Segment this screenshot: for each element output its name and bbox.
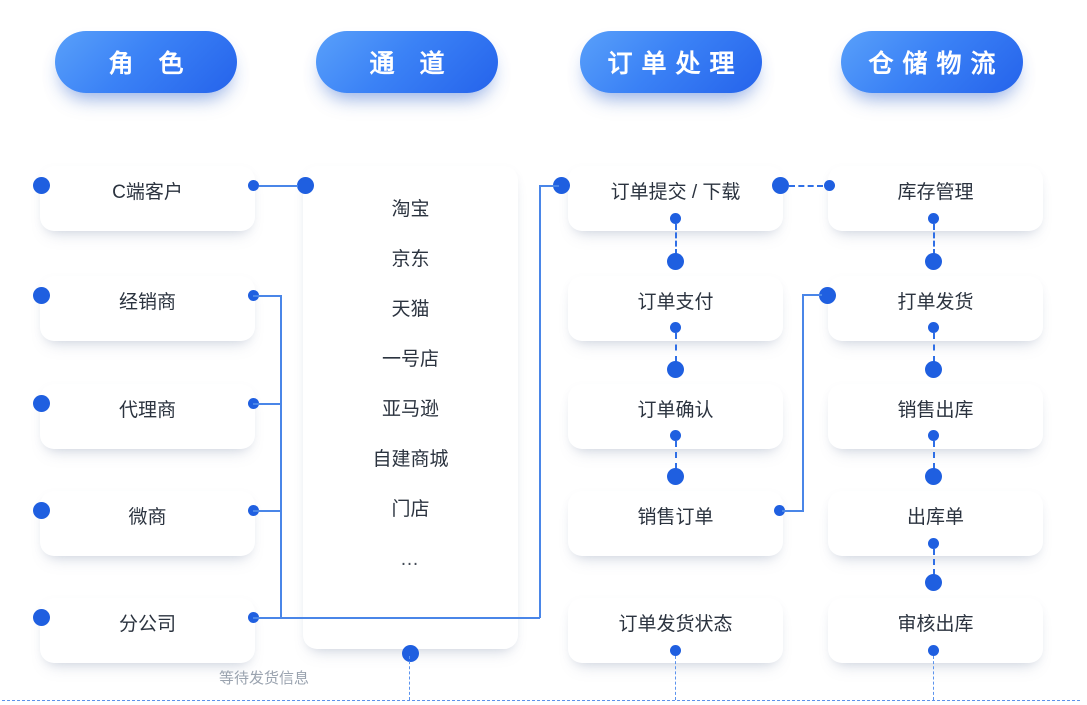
connector-role2-stub <box>253 403 281 405</box>
connector-bus-vertical-to-order <box>539 185 541 618</box>
connector-warehouse-0-1 <box>933 224 935 255</box>
card-label: 库存管理 <box>897 182 974 203</box>
connector-order0-to-warehouse0 <box>789 185 823 187</box>
card-role-0[interactable]: C端客户 <box>40 166 255 231</box>
connector-order-2-3 <box>675 441 677 469</box>
node-dot-warehouse-1-bottom <box>928 322 939 333</box>
card-label: 订单发货状态 <box>618 614 733 635</box>
connector-warehouse-4-bottom-bus <box>933 656 934 700</box>
card-label: 代理商 <box>118 400 176 421</box>
node-dot-channel-bottom <box>402 645 419 662</box>
channel-item: 淘宝 <box>391 199 430 220</box>
connector-order-4-bottom-bus <box>675 656 676 700</box>
node-dot-order-2-top <box>667 361 684 378</box>
node-dot-warehouse-4-top <box>925 574 942 591</box>
card-label: 出库单 <box>906 507 964 528</box>
node-dot-role-4-left <box>33 609 50 626</box>
node-dot-warehouse-1-left <box>819 287 836 304</box>
channel-item-list: 淘宝 京东 天猫 一号店 亚马逊 自建商城 门店 … <box>303 196 518 574</box>
connector-channel-bottom-bus <box>409 656 410 700</box>
bottom-feedback-bus <box>2 700 1080 701</box>
card-label: 订单提交 / 下载 <box>610 182 741 203</box>
card-order-3[interactable]: 销售订单 <box>568 491 783 556</box>
column-header-role[interactable]: 角 色 <box>55 31 237 93</box>
node-dot-order-0-left <box>553 177 570 194</box>
node-dot-warehouse-3-top <box>925 468 942 485</box>
channel-item: 天猫 <box>391 299 430 320</box>
node-dot-role-2-left <box>33 395 50 412</box>
node-dot-order-2-bottom <box>670 430 681 441</box>
connector-role3-stub <box>253 510 281 512</box>
connector-into-warehouse1 <box>802 294 822 296</box>
connector-order3-stub-right <box>782 510 804 512</box>
node-dot-warehouse-0-left <box>824 180 835 191</box>
card-label: 订单确认 <box>637 400 714 421</box>
connector-order3-to-warehouse1-vertical <box>802 294 804 511</box>
connector-bus-into-order0 <box>539 185 559 187</box>
connector-role0-to-channel <box>259 185 298 187</box>
node-dot-warehouse-4-bottom <box>928 645 939 656</box>
card-role-2[interactable]: 代理商 <box>40 384 255 449</box>
card-label: 审核出库 <box>897 614 974 635</box>
channel-item: 京东 <box>391 249 430 270</box>
node-dot-order-0-right <box>772 177 789 194</box>
node-dot-warehouse-0-bottom <box>928 213 939 224</box>
card-channel-list[interactable]: 淘宝 京东 天猫 一号店 亚马逊 自建商城 门店 … <box>303 166 518 649</box>
card-label: 订单支付 <box>637 292 714 313</box>
node-dot-order-1-bottom <box>670 322 681 333</box>
node-dot-role-3-left <box>33 502 50 519</box>
card-order-4[interactable]: 订单发货状态 <box>568 598 783 663</box>
connector-role-bus-to-order <box>280 617 540 619</box>
node-dot-role-0-left <box>33 177 50 194</box>
node-dot-order-0-bottom <box>670 213 681 224</box>
column-header-channel[interactable]: 通 道 <box>316 31 498 93</box>
node-dot-order-3-top <box>667 468 684 485</box>
channel-item: 自建商城 <box>372 449 449 470</box>
card-label: 分公司 <box>118 614 176 635</box>
channel-item: 一号店 <box>381 349 439 370</box>
connector-role1-stub <box>253 295 281 297</box>
node-dot-role-1-left <box>33 287 50 304</box>
connector-role-bus-vertical <box>280 295 282 618</box>
node-dot-warehouse-3-bottom <box>928 538 939 549</box>
card-label: 经销商 <box>118 292 176 313</box>
connector-order-0-1 <box>675 224 677 255</box>
card-label: C端客户 <box>112 182 183 203</box>
connector-order-1-2 <box>675 333 677 362</box>
card-label: 微商 <box>128 507 167 528</box>
column-header-warehouse[interactable]: 仓储物流 <box>841 31 1023 93</box>
channel-item: 门店 <box>391 499 430 520</box>
card-warehouse-4[interactable]: 审核出库 <box>828 598 1043 663</box>
column-header-order[interactable]: 订单处理 <box>580 31 762 93</box>
card-role-1[interactable]: 经销商 <box>40 276 255 341</box>
node-dot-order-1-top <box>667 253 684 270</box>
connector-warehouse-1-2 <box>933 333 935 362</box>
connector-role4-stub <box>253 617 281 619</box>
channel-item: 亚马逊 <box>381 399 439 420</box>
node-dot-role-0-right <box>248 180 259 191</box>
card-role-4[interactable]: 分公司 <box>40 598 255 663</box>
node-dot-warehouse-2-bottom <box>928 430 939 441</box>
card-label: 打单发货 <box>897 292 974 313</box>
node-dot-order-4-bottom <box>670 645 681 656</box>
node-dot-channel-top-left <box>297 177 314 194</box>
card-label: 销售出库 <box>897 400 974 421</box>
card-role-3[interactable]: 微商 <box>40 491 255 556</box>
channel-item-ellipsis: … <box>400 549 421 570</box>
connector-warehouse-3-4 <box>933 549 935 575</box>
connector-warehouse-2-3 <box>933 441 935 469</box>
node-dot-warehouse-2-top <box>925 361 942 378</box>
card-label: 销售订单 <box>637 507 714 528</box>
node-dot-order-3-right <box>774 505 785 516</box>
waiting-note-label: 等待发货信息 <box>219 670 310 687</box>
node-dot-warehouse-1-top <box>925 253 942 270</box>
